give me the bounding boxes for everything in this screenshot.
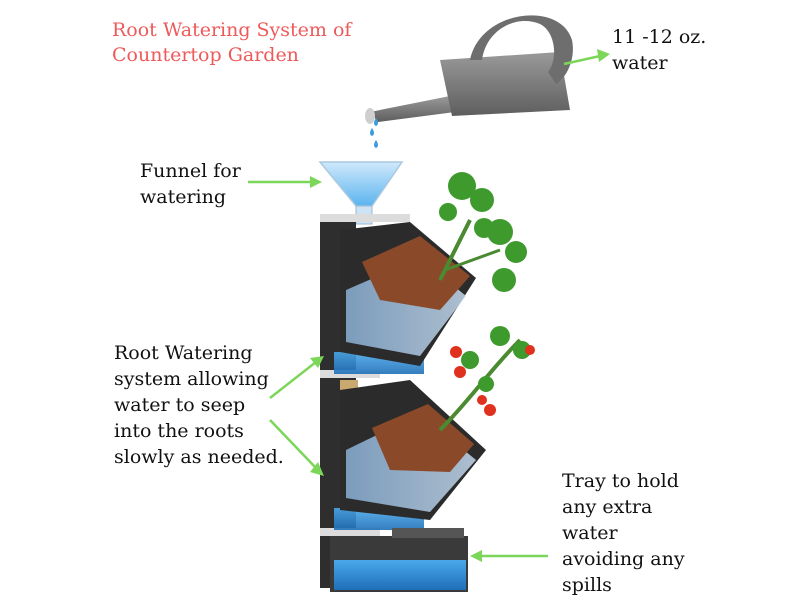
tray-label-line-5: spills: [562, 574, 612, 596]
tray-label-line-3: water: [562, 522, 618, 544]
root-label-line-1: Root Watering: [114, 342, 253, 364]
root-label-line-3: water to seep: [114, 394, 246, 416]
upper-pot: [340, 222, 476, 366]
water-amount-line-1: 11 -12 oz.: [612, 26, 707, 48]
root-watering-label: Root Watering system allowing water to s…: [114, 340, 284, 470]
tray-label-line-4: avoiding any: [562, 548, 685, 570]
lower-pot: [340, 380, 486, 520]
funnel-label: Funnel for watering: [140, 158, 241, 210]
root-label-line-4: into the roots: [114, 420, 244, 442]
water-amount-label: 11 -12 oz. water: [612, 24, 706, 76]
water-drops: [370, 118, 378, 148]
watering-can-icon: [365, 15, 573, 124]
tray-label-line-1: Tray to hold: [562, 470, 679, 492]
parsley-plant-icon: [438, 172, 527, 292]
arrow-water-amount: [563, 49, 610, 66]
arrow-root-upper: [269, 356, 324, 399]
root-label-line-2: system allowing: [114, 368, 269, 390]
arrow-funnel: [248, 176, 322, 188]
tray-label-line-2: any extra: [562, 496, 653, 518]
diagram-title: Root Watering System of Countertop Garde…: [112, 18, 351, 68]
arrow-tray: [470, 550, 548, 562]
tomato-plant-icon: [438, 326, 535, 432]
tray-label: Tray to hold any extra water avoiding an…: [562, 468, 685, 598]
funnel-label-line-2: watering: [140, 186, 227, 208]
funnel-label-line-1: Funnel for: [140, 160, 241, 182]
root-label-line-5: slowly as needed.: [114, 446, 284, 468]
arrow-root-lower: [269, 419, 324, 476]
title-line-1: Root Watering System of: [112, 19, 352, 41]
title-line-2: Countertop Garden: [112, 44, 299, 66]
water-amount-line-2: water: [612, 52, 668, 74]
